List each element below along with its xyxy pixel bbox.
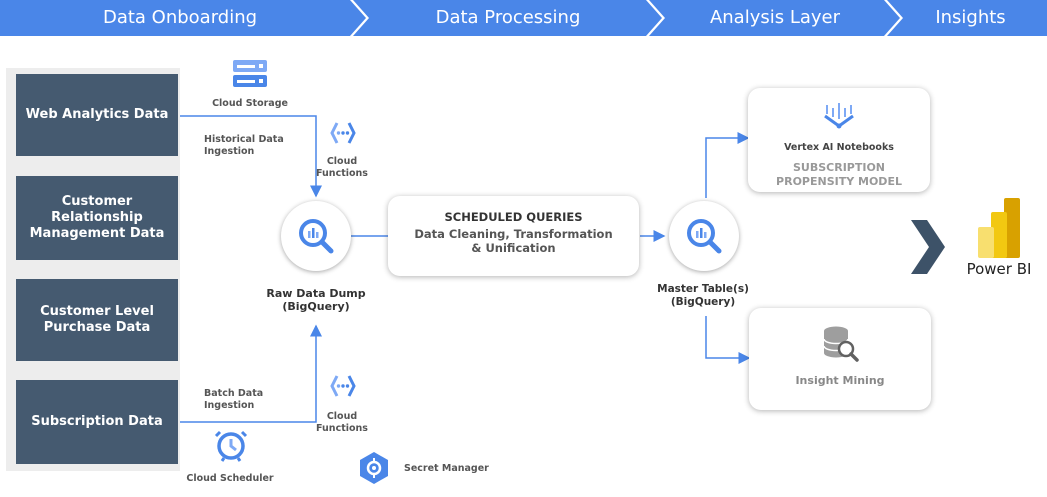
cloud-functions-icon — [330, 375, 356, 397]
scheduled-queries-title: SCHEDULED QUERIES — [444, 210, 583, 224]
cloud-storage-label: Cloud Storage — [212, 98, 288, 109]
bigquery-icon — [299, 219, 334, 254]
vertex-ai-icon — [824, 103, 854, 129]
batch-ingestion-label: Batch Data Ingestion — [204, 388, 264, 411]
raw-data-dump-label: Raw Data Dump (BigQuery) — [266, 287, 366, 313]
source-crm: Customer Relationship Management Data — [16, 176, 178, 260]
scheduled-queries-subtitle: Data Cleaning, Transformation & Unificat… — [414, 227, 613, 255]
arrow-subscription-to-raw — [178, 324, 322, 423]
arrow-master-to-insight — [705, 316, 751, 364]
vertex-ai-card: Vertex AI Notebooks SUBSCRIPTION PROPENS… — [748, 88, 930, 192]
cloud-scheduler-icon — [214, 430, 248, 462]
cloud-functions-bottom-label: Cloud Functions — [316, 411, 368, 434]
stage-data-onboarding: Data Onboarding — [102, 7, 258, 28]
master-table-node — [669, 201, 739, 271]
powerbi-label: Power BI — [966, 260, 1032, 278]
source-web-analytics: Web Analytics Data — [16, 74, 178, 156]
arrow-web-to-raw — [178, 115, 322, 198]
arrow-master-to-vertex — [705, 132, 750, 198]
banner-stage-1-shape — [0, 0, 366, 36]
vertex-ai-label: Vertex AI Notebooks — [784, 142, 894, 153]
secret-manager-icon — [360, 452, 388, 484]
stage-banner — [0, 0, 1047, 36]
bigquery-icon — [687, 219, 722, 254]
stage-insights: Insights — [935, 7, 1006, 28]
source-subscription: Subscription Data — [16, 380, 178, 464]
stage-data-processing: Data Processing — [435, 7, 581, 28]
chevron-right-icon — [911, 220, 945, 274]
secret-manager-label: Secret Manager — [404, 463, 489, 474]
historical-ingestion-label: Historical Data Ingestion — [204, 134, 284, 157]
cloud-scheduler-label: Cloud Scheduler — [186, 473, 274, 484]
propensity-model-label: SUBSCRIPTION PROPENSITY MODEL — [776, 161, 902, 188]
cloud-functions-top-label: Cloud Functions — [316, 156, 368, 179]
database-search-icon — [823, 326, 859, 362]
banner-stage-2-shape — [353, 0, 662, 36]
insight-mining-label: Insight Mining — [795, 374, 885, 387]
cloud-storage-icon — [233, 60, 267, 87]
banner-stage-4-shape — [887, 0, 1047, 36]
banner-stage-3-shape — [649, 0, 900, 36]
source-purchase: Customer Level Purchase Data — [16, 279, 178, 361]
cloud-functions-icon — [330, 122, 356, 144]
insight-mining-card: Insight Mining — [749, 308, 931, 410]
raw-data-dump-node — [281, 201, 351, 271]
scheduled-queries-card: SCHEDULED QUERIES Data Cleaning, Transfo… — [388, 196, 639, 276]
master-table-label: Master Table(s) (BigQuery) — [657, 283, 749, 308]
stage-analysis-layer: Analysis Layer — [709, 7, 841, 28]
powerbi-logo-icon — [978, 198, 1020, 258]
